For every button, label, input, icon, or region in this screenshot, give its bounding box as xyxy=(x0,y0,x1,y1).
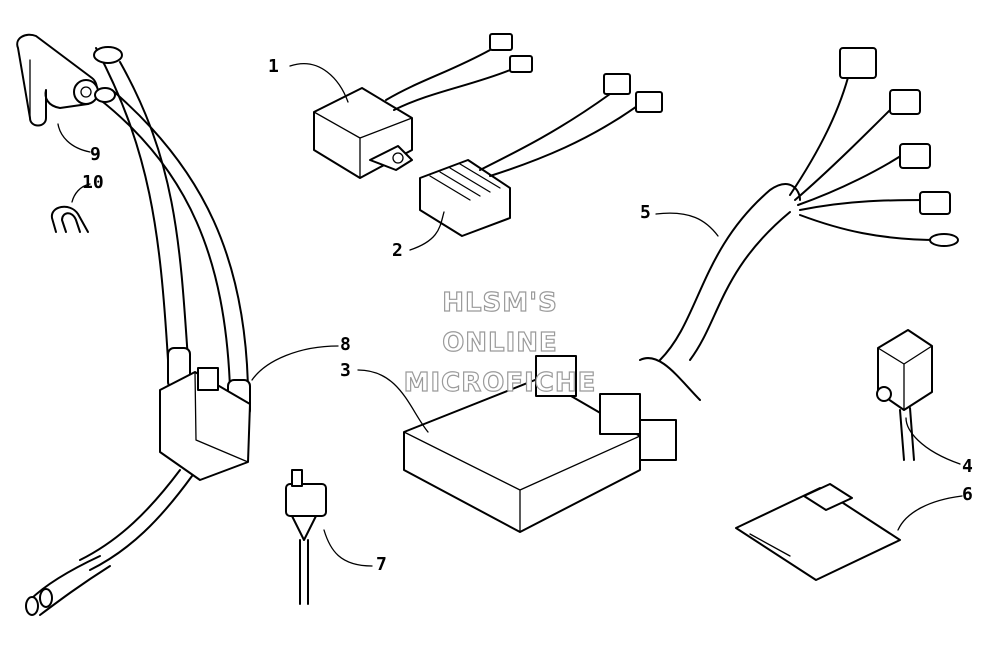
spark-plug-cap-part xyxy=(16,33,99,127)
watermark-line-1: HLSM'S xyxy=(442,288,558,318)
voltage-regulator-part xyxy=(419,73,663,237)
callout-1: 1 xyxy=(268,56,279,77)
ecu-box-part xyxy=(403,355,677,533)
watermark-line-2: ONLINE xyxy=(442,328,558,358)
valve-part xyxy=(285,469,327,605)
watermark-line-3: MICROFICHE xyxy=(403,368,597,398)
leader-line-4 xyxy=(905,417,961,465)
callout-8: 8 xyxy=(340,334,351,355)
leader-line-1 xyxy=(289,63,349,103)
sensor-part xyxy=(876,329,933,461)
leader-line-10 xyxy=(71,183,91,203)
wiring-harness-part xyxy=(639,47,959,401)
callout-9: 9 xyxy=(90,144,101,165)
leader-line-9 xyxy=(57,123,91,153)
callout-3: 3 xyxy=(340,360,351,381)
cdi-module-part xyxy=(313,33,533,179)
foam-pad-part xyxy=(735,483,901,581)
leader-line-5 xyxy=(655,212,719,237)
callout-10: 10 xyxy=(82,172,104,193)
leader-line-6 xyxy=(897,495,963,531)
callout-7: 7 xyxy=(376,554,387,575)
leader-line-2 xyxy=(409,211,445,251)
leader-line-3 xyxy=(357,369,429,433)
leader-lines xyxy=(57,63,963,567)
callout-6: 6 xyxy=(962,484,973,505)
leader-line-7 xyxy=(323,529,373,567)
callout-2: 2 xyxy=(392,240,403,261)
leader-line-8 xyxy=(251,345,339,381)
clip-part xyxy=(50,205,89,233)
ignition-coil-part xyxy=(25,46,251,616)
callout-5: 5 xyxy=(640,202,651,223)
callout-4: 4 xyxy=(962,456,973,477)
